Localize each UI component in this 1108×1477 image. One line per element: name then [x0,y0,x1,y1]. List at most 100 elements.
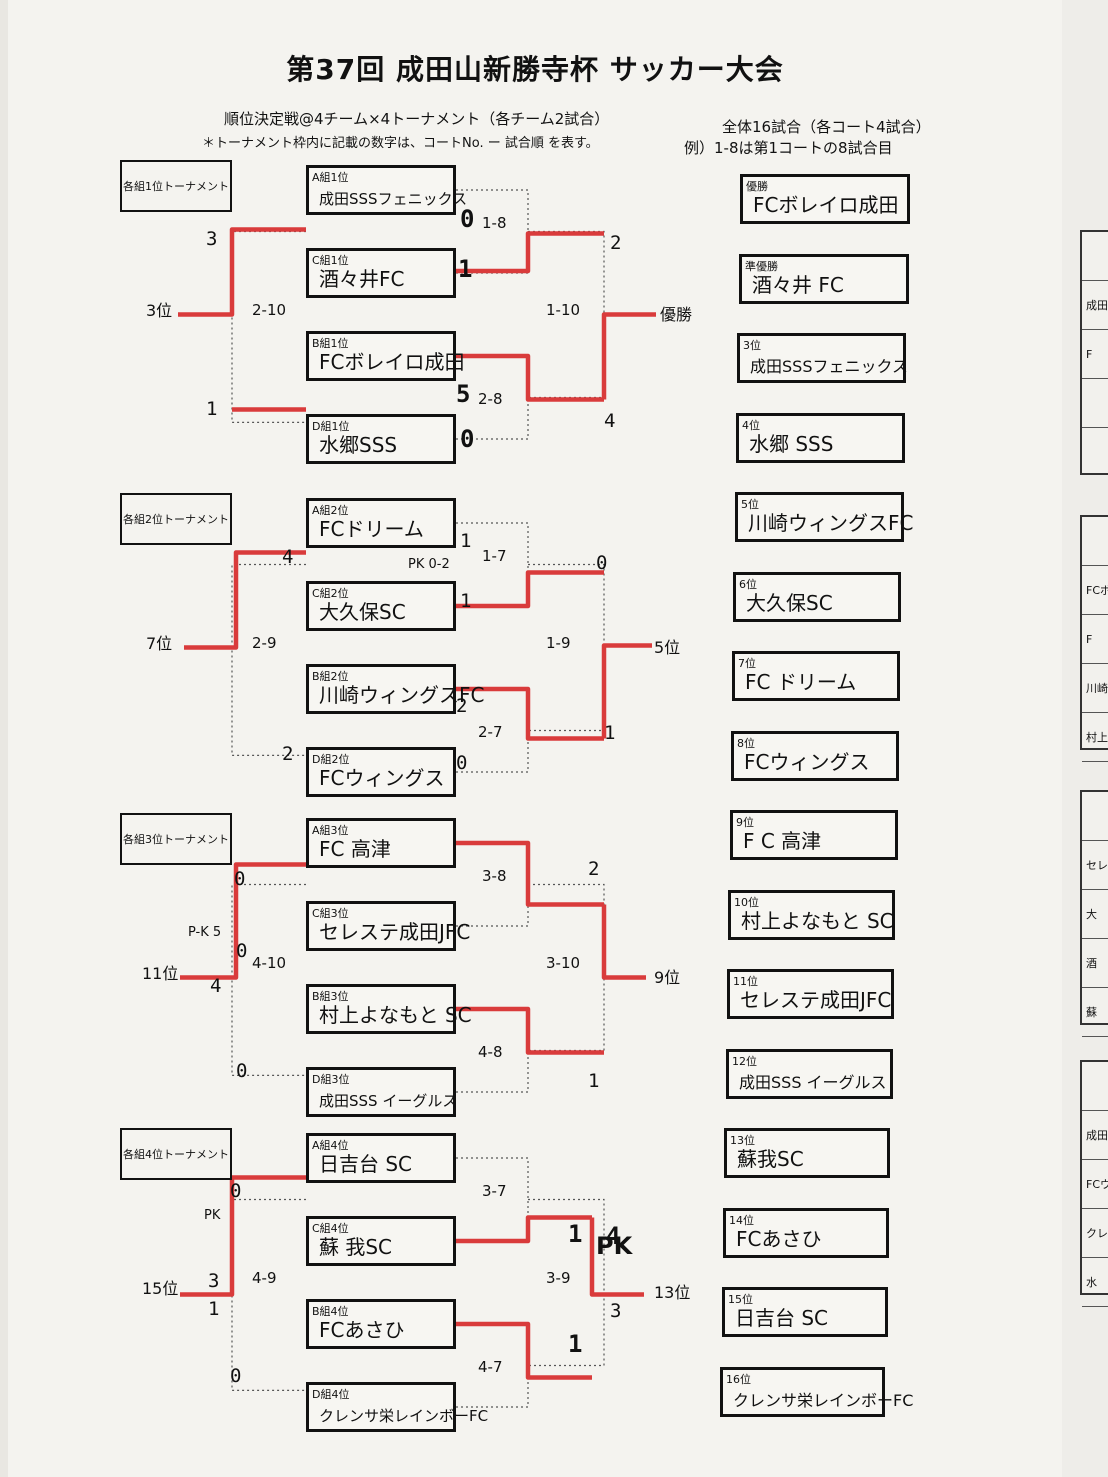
standing-box: 11位セレステ成田JFC [727,969,894,1019]
side-row: 成田 [1082,281,1108,330]
standing-box: 16位クレンサ栄レインボーFC [720,1367,913,1417]
standing-rank: 14位 [729,1214,754,1227]
match-code-final: 3-10 [546,953,581,972]
side-row [1082,232,1108,281]
score-mark: 2 [456,695,468,717]
team-name: 成田SSSフェニックス [319,190,468,208]
subtitle-format: 順位決定戦@4チーム×4トーナメント（各チーム2試合） [224,110,610,128]
standing-box: 準優勝酒々井 FC [739,254,909,304]
pk-note-final: PK [596,1232,633,1260]
score-mark: 1 [208,1298,220,1320]
tournament-tag: 各組3位トーナメント [120,813,232,865]
standing-team-name: 村上よなもと SC [741,909,894,933]
team-group-label: D組1位 [312,420,350,433]
pk-note: PK 0-2 [408,557,450,572]
score-mark: 5 [456,380,471,408]
team-name: FCウィングス [319,766,445,790]
standing-team-name: FCあさひ [736,1227,822,1251]
standing-rank: 6位 [739,578,757,591]
match-code-bottom: 2-7 [478,722,503,741]
score-mark: 3 [610,1300,622,1322]
match-code-top: 3-7 [482,1181,507,1200]
standing-team-name: 蘇我SC [737,1147,804,1171]
side-table-3: セレ 大 酒 蘇 [1080,790,1108,1037]
standing-box: 15位日吉台 SC [722,1287,888,1337]
team-box: B組2位川崎ウィングスFC [306,664,484,714]
score-mark: 0 [460,205,475,233]
standing-team-name: 大久保SC [746,591,833,615]
score-mark: 0 [236,940,248,962]
side-row: 成田SSS [1082,1111,1108,1160]
team-name: FCあさひ [319,1318,405,1342]
final-result-label: 9位 [654,967,681,987]
standing-rank: 10位 [734,896,759,909]
side-row: 水 [1082,1258,1108,1307]
team-group-label: A組1位 [312,171,349,184]
match-code-top: 1-8 [482,213,507,232]
standing-box: 6位大久保SC [733,572,901,622]
score-mark: 2 [610,232,622,254]
team-name: クレンサ栄レインボーFC [319,1407,489,1425]
standing-rank: 11位 [733,975,758,988]
team-name: 村上よなもと SC [319,1003,472,1027]
team-box: A組4位日吉台 SC [306,1133,456,1183]
final-result-label: 5位 [654,637,681,657]
score-mark: 0 [230,1180,242,1202]
team-box: C組1位酒々井FC [306,248,456,298]
score-mark: 1 [588,1070,600,1092]
subtitle-note: ＊トーナメント枠内に記載の数字は、コートNo. ー 試合順 を表す。 [202,136,599,151]
team-group-label: B組4位 [312,1305,349,1318]
standing-box: 4位水郷 SSS [736,413,905,463]
team-box: D組3位成田SSS イーグルス [306,1067,457,1117]
standing-team-name: クレンサ栄レインボーFC [733,1391,914,1410]
side-row [1082,792,1108,841]
side-row [1082,1062,1108,1111]
match-code-place: 2-10 [252,300,287,319]
match-code-final: 1-9 [546,633,571,652]
team-name: FCボレイロ成田 [319,350,465,374]
score-mark: 4 [604,410,616,432]
standing-rank: 3位 [743,339,761,352]
score-mark: 1 [460,530,472,552]
match-code-top: 3-8 [482,866,507,885]
score-mark: 0 [596,552,608,574]
place-result-label: 11位 [142,963,179,983]
final-result-label: 13位 [654,1282,691,1302]
subtitle-example: 例）1-8は第1コートの8試合目 [684,139,893,157]
standing-box: 3位成田SSSフェニックス [737,333,908,383]
team-group-label: B組1位 [312,337,349,350]
side-row: F [1082,330,1108,379]
pk-note: PK [204,1208,221,1223]
side-row: 川崎 [1082,664,1108,713]
final-result-label: 優勝 [660,304,693,324]
place-result-label: 15位 [142,1278,179,1298]
standing-team-name: 川崎ウィングスFC [748,511,914,535]
team-group-label: D組3位 [312,1073,350,1086]
match-code-final: 1-10 [546,300,581,319]
standing-box: 10位村上よなもと SC [728,890,895,940]
score-mark: 3 [206,228,218,250]
standing-team-name: FCボレイロ成田 [753,193,899,217]
team-group-label: D組2位 [312,753,350,766]
team-name: 川崎ウィングスFC [319,683,485,707]
standing-team-name: FCウィングス [744,750,870,774]
team-group-label: C組3位 [312,907,349,920]
side-table-1: 成田 F [1080,230,1108,475]
standing-rank: 優勝 [746,180,768,193]
score-mark: 0 [234,868,246,890]
standing-team-name: 日吉台 SC [735,1306,829,1330]
score-mark: 1 [568,1330,583,1358]
standing-team-name: 水郷 SSS [749,432,834,456]
side-row: F [1082,615,1108,664]
score-mark: 0 [456,752,468,774]
score-mark: 1 [460,590,472,612]
match-code-place: 4-10 [252,953,287,972]
score-mark: 1 [604,722,616,744]
